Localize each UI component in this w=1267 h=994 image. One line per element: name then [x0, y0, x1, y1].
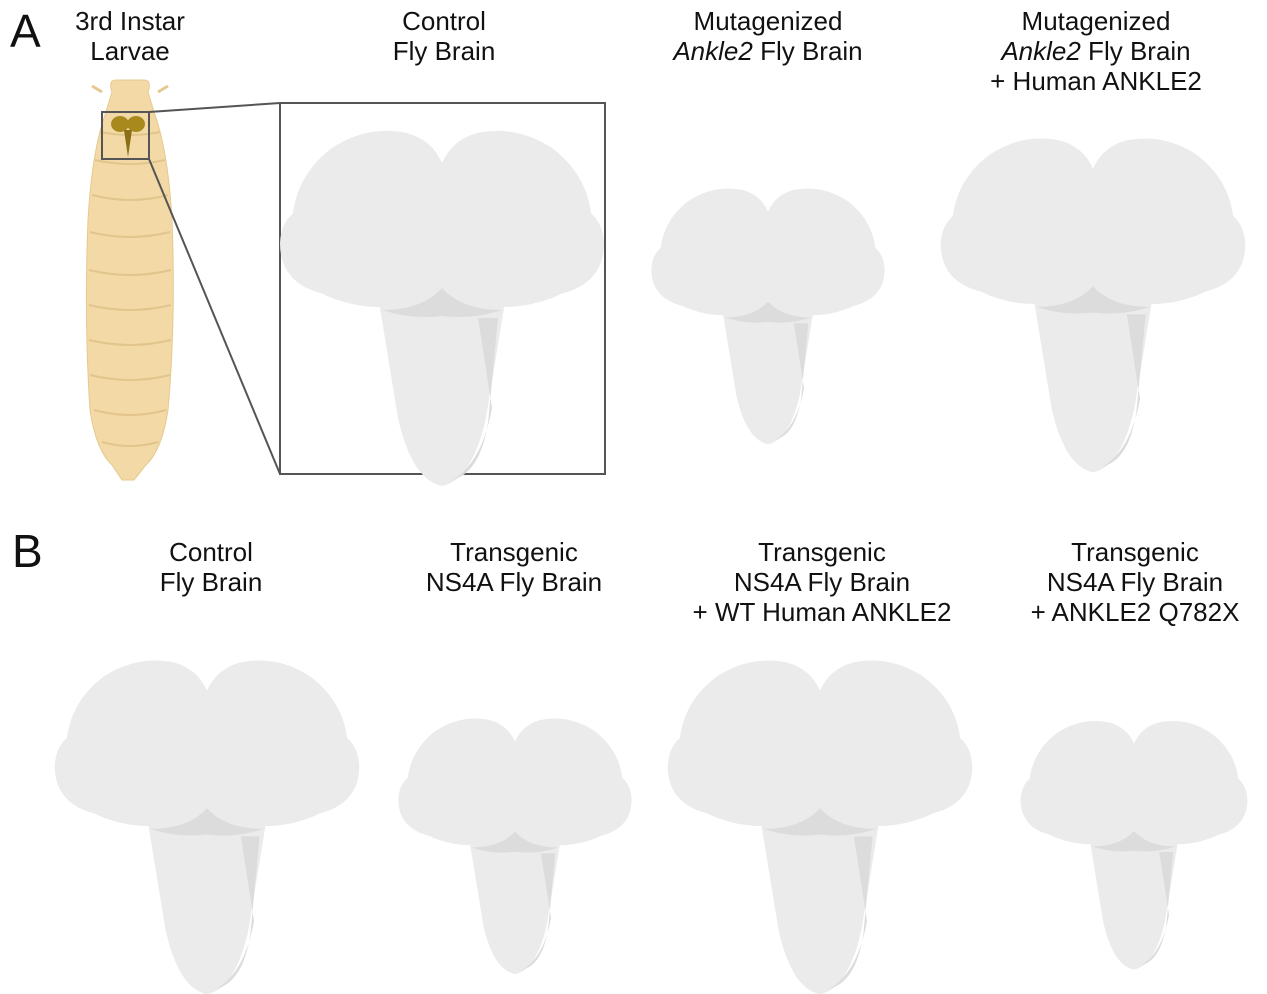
brain-mutant-rescued	[941, 139, 1246, 473]
brain-mutant-ankle2	[651, 189, 884, 445]
brain-ns4a-q782x	[1021, 721, 1248, 970]
brain-ns4a-wt-rescue	[668, 661, 973, 994]
larva-illustration	[86, 80, 173, 480]
brain-control-a	[280, 131, 604, 486]
zoom-connector-top	[149, 103, 280, 112]
brain-ns4a	[398, 719, 631, 975]
brain-control-b	[55, 661, 360, 994]
